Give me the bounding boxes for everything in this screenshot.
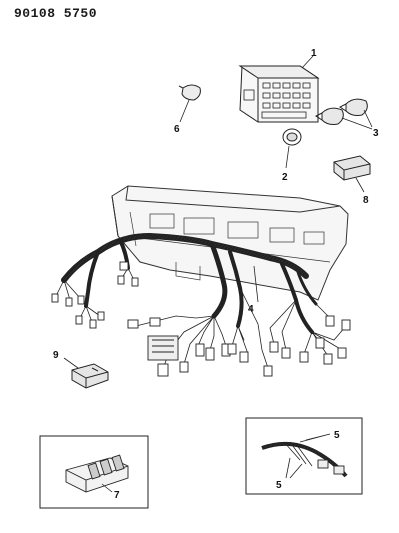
button-part-2 xyxy=(282,128,302,146)
instrument-panel xyxy=(111,185,349,301)
leader-8 xyxy=(355,177,365,193)
leader-9 xyxy=(63,357,79,369)
leader-3 xyxy=(341,109,373,130)
callout-9: 9 xyxy=(53,350,59,361)
leader-1 xyxy=(301,55,314,69)
callout-2: 2 xyxy=(282,172,288,183)
callout-4: 4 xyxy=(248,304,254,315)
callout-1: 1 xyxy=(311,48,317,59)
leader-6 xyxy=(179,99,190,123)
leader-5b xyxy=(285,457,303,479)
module-part-1 xyxy=(238,65,320,123)
leader-7 xyxy=(101,483,113,493)
clip-part-9 xyxy=(71,363,109,389)
inset-part-5: 5 5 xyxy=(245,417,363,495)
leader-5a xyxy=(299,433,331,443)
leader-2 xyxy=(285,145,290,169)
callout-3: 3 xyxy=(373,128,379,139)
socket-part-6 xyxy=(178,84,201,101)
callout-6: 6 xyxy=(174,124,180,135)
diagram-code: 90108 5750 xyxy=(14,6,98,21)
callout-7: 7 xyxy=(114,490,120,501)
lens-part-8 xyxy=(333,155,371,181)
bulbs-part-3 xyxy=(315,98,368,125)
connectors xyxy=(51,261,351,377)
callout-5b: 5 xyxy=(276,480,282,491)
callout-8: 8 xyxy=(363,195,369,206)
callout-5a: 5 xyxy=(334,430,340,441)
leader-4 xyxy=(253,265,259,303)
inset-part-7: 7 xyxy=(39,435,149,509)
